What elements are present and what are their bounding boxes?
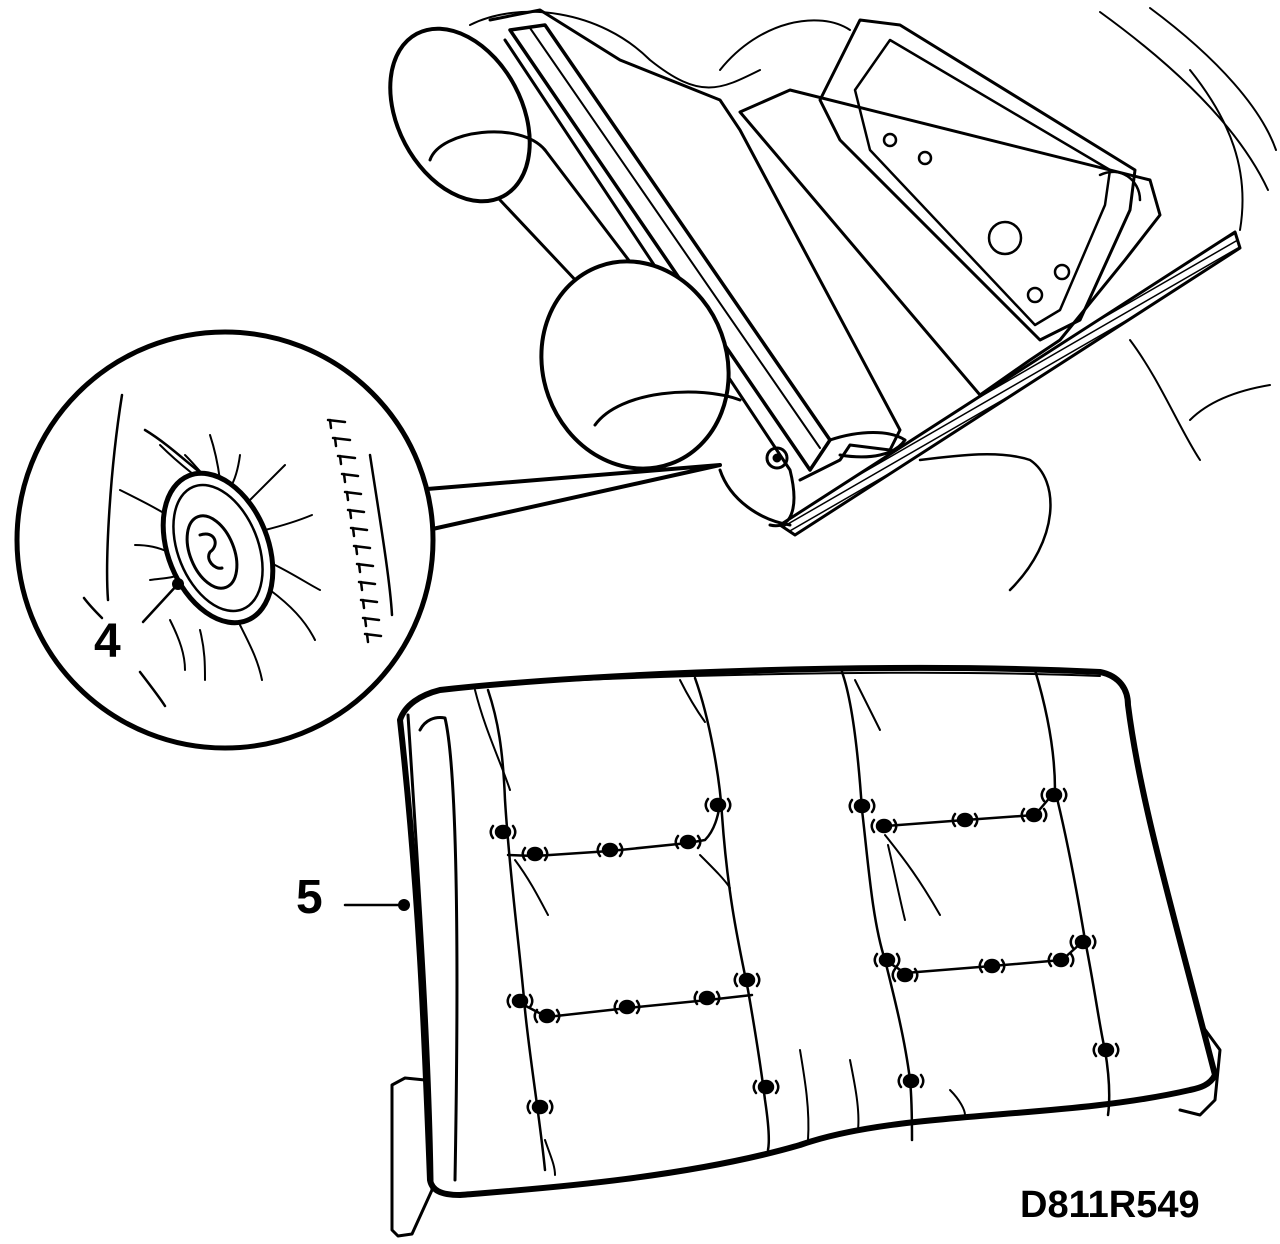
seat-frame-assembly (388, 7, 1277, 592)
callout-label-5: 5 (296, 871, 323, 924)
detail-magnifier (14, 329, 722, 751)
seat-cushion (343, 665, 1222, 1238)
callout-label-4: 4 (94, 615, 121, 668)
hog-rings (489, 787, 1120, 1115)
figure-code: D811R549 (1020, 1184, 1200, 1226)
